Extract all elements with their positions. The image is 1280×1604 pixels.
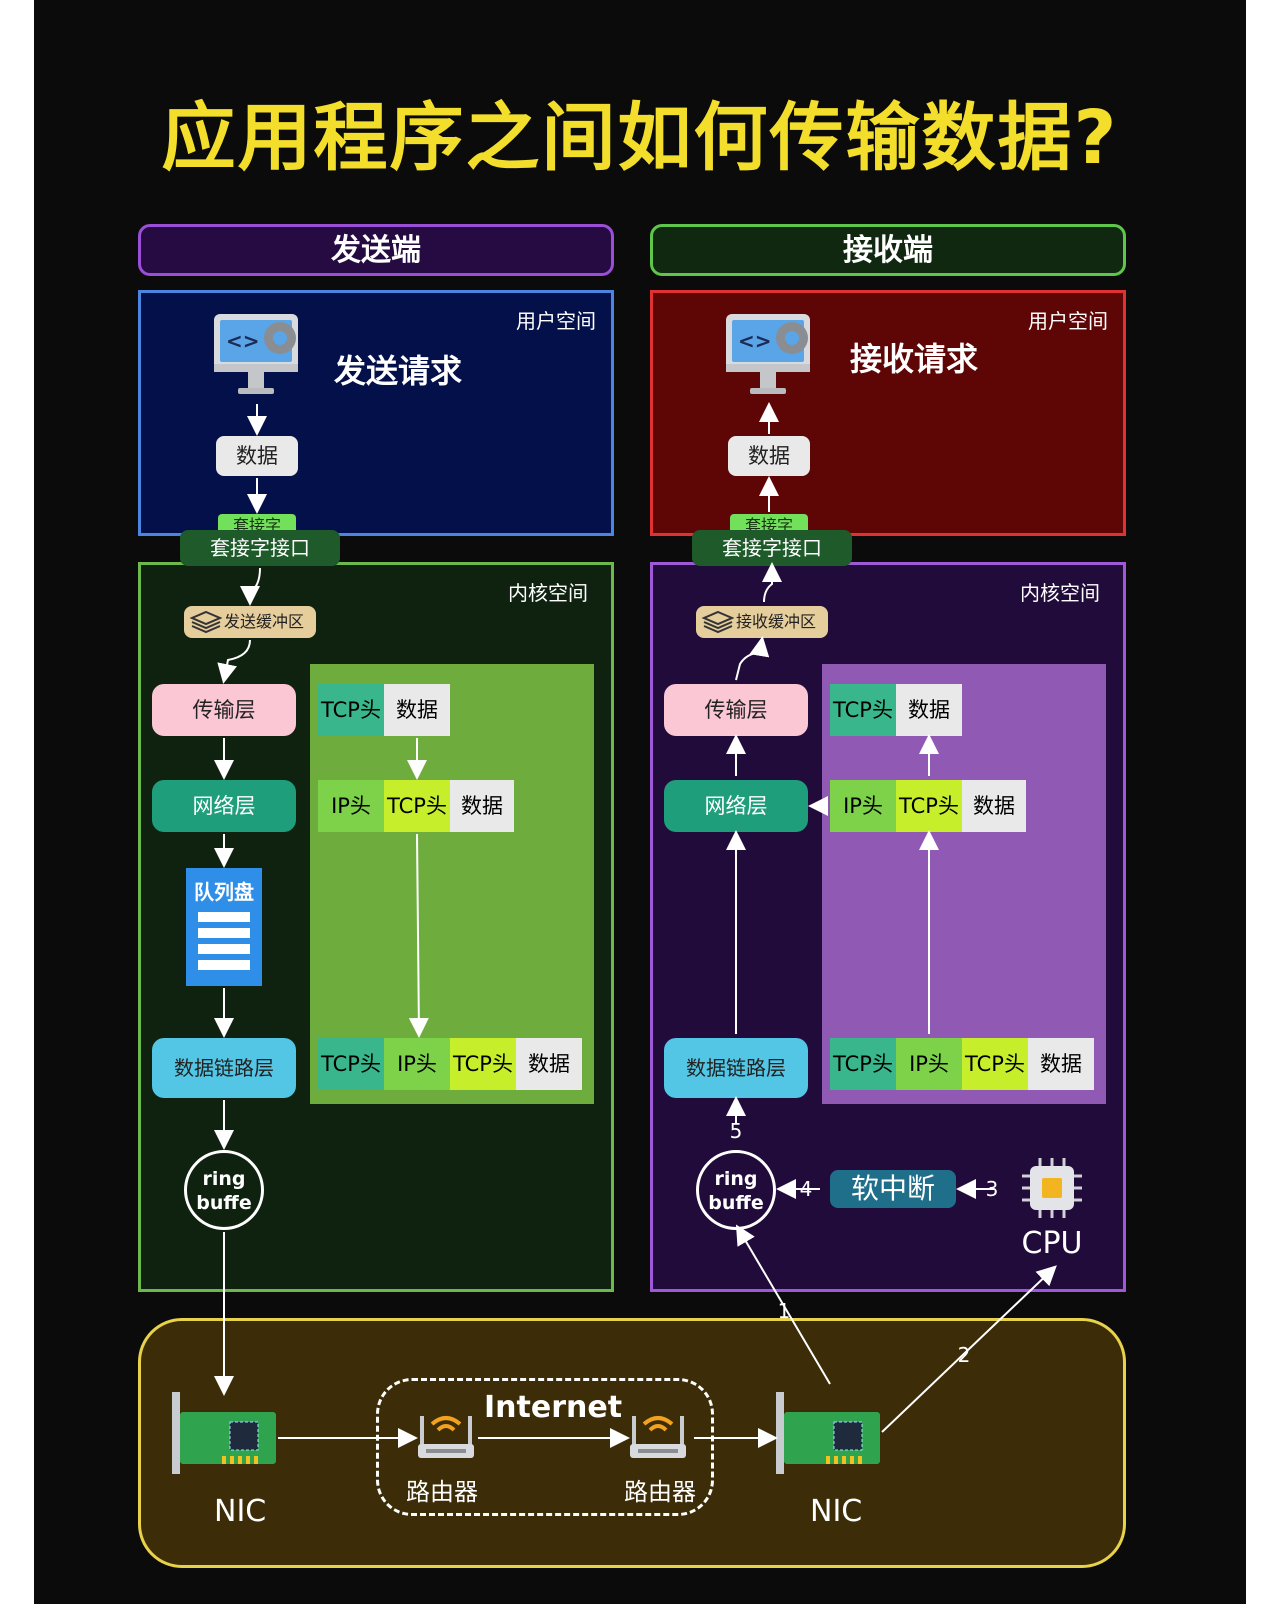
router-right-label: 路由器 [624,1478,696,1506]
monitor-code-icon: <> [726,314,810,394]
sender-ring-buffer: ring buffe [184,1150,264,1230]
router-wifi-icon [630,1416,686,1458]
receiver-row2-data: 数据 [962,780,1026,832]
monitor-code-icon: <> [214,314,298,394]
receiver-row3-data: 数据 [1028,1038,1094,1090]
sender-network-layer: 网络层 [152,780,296,832]
sender-row2-ip-header: IP头 [318,780,384,832]
layers-icon [190,610,222,634]
receiver-packet-panel [822,664,1106,1104]
cpu-chip-icon [1022,1158,1082,1218]
svg-text:<>: <> [738,329,772,353]
receiver-buffer-label: 接收缓冲区 [736,612,817,631]
sender-buffer-chip: 发送缓冲区 [184,606,316,638]
svg-text:<>: <> [226,329,260,353]
receiver-network-layer: 网络层 [664,780,808,832]
router-wifi-icon [418,1416,474,1458]
nic-card-icon [172,1392,276,1474]
receiver-socket-interface: 套接字接口 [692,530,852,566]
receiver-user-space-label: 用户空间 [1028,309,1108,333]
sender-header: 发送端 [138,224,614,276]
nic-card-icon [776,1392,880,1474]
receiver-row3-tcp-header: TCP头 [962,1038,1028,1090]
receiver-data-chip: 数据 [728,436,810,476]
soft-irq-chip: 软中断 [830,1170,956,1208]
sender-datalink-layer: 数据链路层 [152,1038,296,1098]
diagram-title: 应用程序之间如何传输数据? [161,95,1119,181]
sender-data-chip: 数据 [216,436,298,476]
receiver-row1-data: 数据 [896,684,962,736]
receiver-request-label: 接收请求 [850,340,979,378]
sender-buffer-label: 发送缓冲区 [224,612,305,631]
internet-label: Internet [484,1390,623,1425]
queue-label: 队列盘 [194,880,254,904]
receiver-kernel-space-label: 内核空间 [1020,581,1100,605]
receiver-row1-tcp-header: TCP头 [830,684,896,736]
layers-icon [702,610,734,634]
nic-left-label: NIC [214,1494,267,1529]
receiver-transport-layer: 传输层 [664,684,808,736]
sender-request-label: 发送请求 [334,352,463,390]
nic-right-label: NIC [810,1494,863,1529]
sender-kernel-space-label: 内核空间 [508,581,588,605]
cpu-label: CPU [1021,1226,1083,1261]
receiver-row3-ip-header: IP头 [896,1038,962,1090]
receiver-row3-tcp-trailer: TCP头 [830,1038,896,1090]
receiver-row2-ip-header: IP头 [830,780,896,832]
sender-row3-tcp-header: TCP头 [450,1038,516,1090]
receiver-row2-tcp-header: TCP头 [896,780,962,832]
receiver-ring-buffer: ring buffe [696,1150,776,1230]
sender-row2-tcp-header: TCP头 [384,780,450,832]
sender-packet-panel [310,664,594,1104]
sender-row3-ip-header: IP头 [384,1038,450,1090]
sender-row1-data: 数据 [384,684,450,736]
sender-row3-tcp-trailer: TCP头 [318,1038,384,1090]
sender-row2-data: 数据 [450,780,514,832]
internet-cloud-frame [376,1378,714,1516]
receiver-header: 接收端 [650,224,1126,276]
sender-socket-interface: 套接字接口 [180,530,340,566]
receiver-datalink-layer: 数据链路层 [664,1038,808,1098]
sender-user-space-label: 用户空间 [516,309,596,333]
sender-row3-data: 数据 [516,1038,582,1090]
diagram-canvas: 应用程序之间如何传输数据? 发送端 接收端 用户空间 发送请求 内核空间 <> … [34,0,1246,1604]
sender-row1-tcp-header: TCP头 [318,684,384,736]
queue-disk: 队列盘 [186,868,262,986]
router-left-label: 路由器 [406,1478,478,1506]
sender-transport-layer: 传输层 [152,684,296,736]
